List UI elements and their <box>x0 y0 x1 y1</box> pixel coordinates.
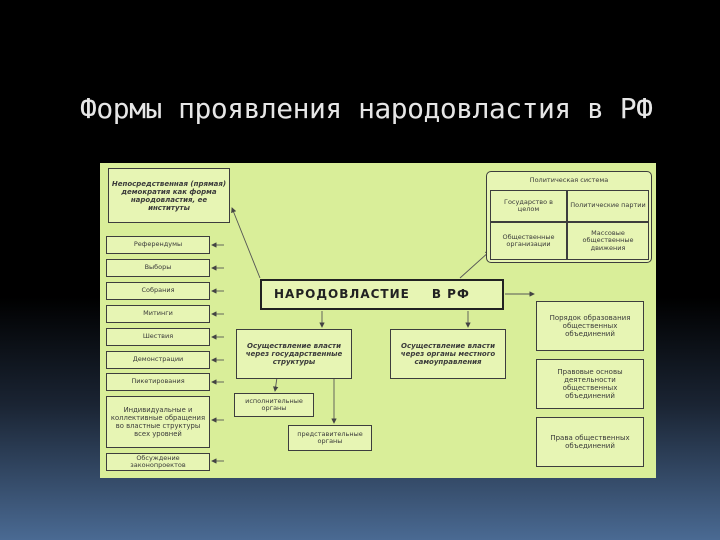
center-label-right: В РФ <box>431 286 470 301</box>
left-item-demonstrations: Демонстрации <box>106 351 210 369</box>
slide-title: Формы проявления народовластия в РФ <box>80 92 653 125</box>
center-label-left: НАРОДОВЛАСТИЕ <box>274 286 410 301</box>
local-power-box: Осуществление власти через органы местно… <box>390 329 506 379</box>
center-box-narodovlastie: НАРОДОВЛАСТИЕ В РФ <box>260 279 504 310</box>
executive-bodies-box: исполнительные органы <box>234 393 314 417</box>
left-item-appeals: Индивидуальные и коллективные обращения … <box>106 396 210 448</box>
left-item-marches: Шествия <box>106 328 210 346</box>
political-cell-organizations: Общественные организации <box>490 222 567 260</box>
political-cell-state: Государство в целом <box>490 190 567 222</box>
left-item-rallies: Митинги <box>106 305 210 323</box>
diagram-panel: Непосредственная (прямая) демократия как… <box>100 163 656 478</box>
right-item-formation-order: Порядок образования общественных объедин… <box>536 301 644 351</box>
left-item-bill-discussion: Обсуждение законопроектов <box>106 453 210 471</box>
left-item-elections: Выборы <box>106 259 210 277</box>
left-item-meetings: Собрания <box>106 282 210 300</box>
right-item-legal-basis: Правовые основы деятельности общественны… <box>536 359 644 409</box>
direct-democracy-box: Непосредственная (прямая) демократия как… <box>108 168 230 223</box>
representative-bodies-box: представительные органы <box>288 425 372 451</box>
right-item-rights: Права общественных объединений <box>536 417 644 467</box>
left-item-referendums: Референдумы <box>106 236 210 254</box>
political-cell-parties: Политические партии <box>567 190 649 222</box>
left-item-pickets: Пикетирования <box>106 373 210 391</box>
political-system-title: Политическая система <box>529 176 609 185</box>
state-power-box: Осуществление власти через государственн… <box>236 329 352 379</box>
political-cell-movements: Массовые общественные движения <box>567 222 649 260</box>
